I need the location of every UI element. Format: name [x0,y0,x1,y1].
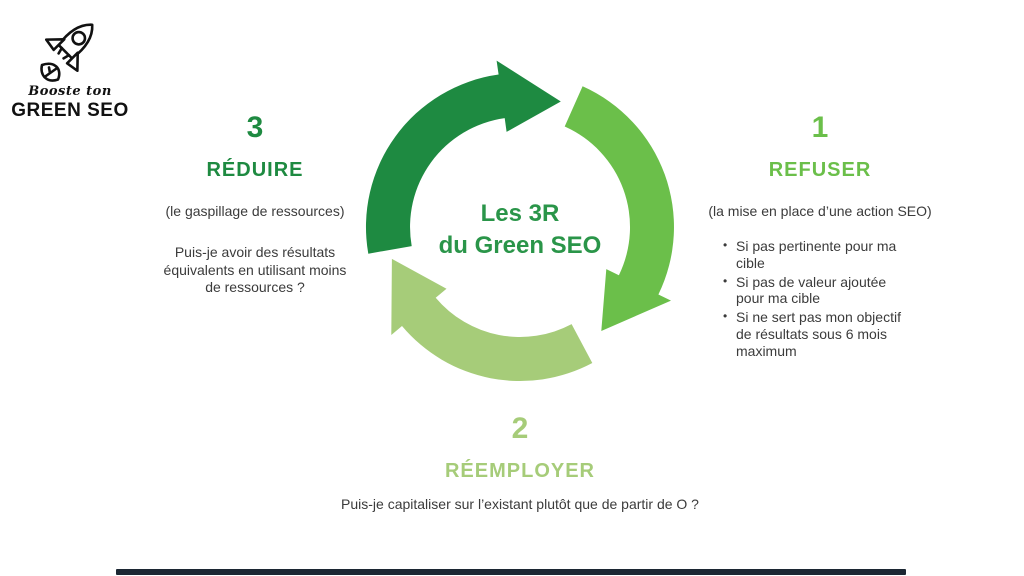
refuser-bullet-2: Si pas de valeur ajoutée pour ma cible [722,274,917,308]
reemployer-number: 2 [511,412,529,445]
refuser-bullet-3: Si ne sert pas mon objectif de résultats… [722,309,917,359]
diagram-title-line1: Les 3R [480,200,560,227]
cycle-arrows-icon [365,60,674,382]
section-reemployer: 2 RÉEMPLOYER Puis-je capitaliser sur l’e… [310,414,730,514]
rocket-leaf-icon [40,23,94,82]
reduire-subtitle: (le gaspillage de ressources) [165,203,345,219]
reduire-question: Puis-je avoir des résultats équivalents … [163,244,347,296]
diagram-title: Les 3R du Green SEO [345,198,695,262]
reduire-number: 3 [246,111,264,144]
section-reduire: 3 RÉDUIRE (le gaspillage de ressources) … [155,113,355,297]
reemployer-title: RÉEMPLOYER [444,460,596,482]
logo-tagline: Booste ton [28,84,112,99]
refuser-number: 1 [811,111,829,144]
refuser-subtitle: (la mise en place d’une action SEO) [708,203,932,219]
logo-brand-name: GREEN SEO [11,100,129,121]
three-r-cycle-diagram: Les 3R du Green SEO [345,52,695,402]
brand-logo: Booste ton GREEN SEO [8,10,132,122]
video-progress-bar[interactable] [116,569,906,575]
refuser-bullet-list: Si pas pertinente pour ma cible Si pas d… [722,238,917,360]
reduire-title: RÉDUIRE [206,159,304,181]
section-refuser: 1 REFUSER (la mise en place d’une action… [700,113,940,362]
refuser-bullet-1: Si pas pertinente pour ma cible [722,238,917,272]
diagram-title-line2: du Green SEO [438,231,602,259]
refuser-title: REFUSER [768,159,872,181]
reemployer-question: Puis-je capitaliser sur l’existant plutô… [341,496,699,512]
